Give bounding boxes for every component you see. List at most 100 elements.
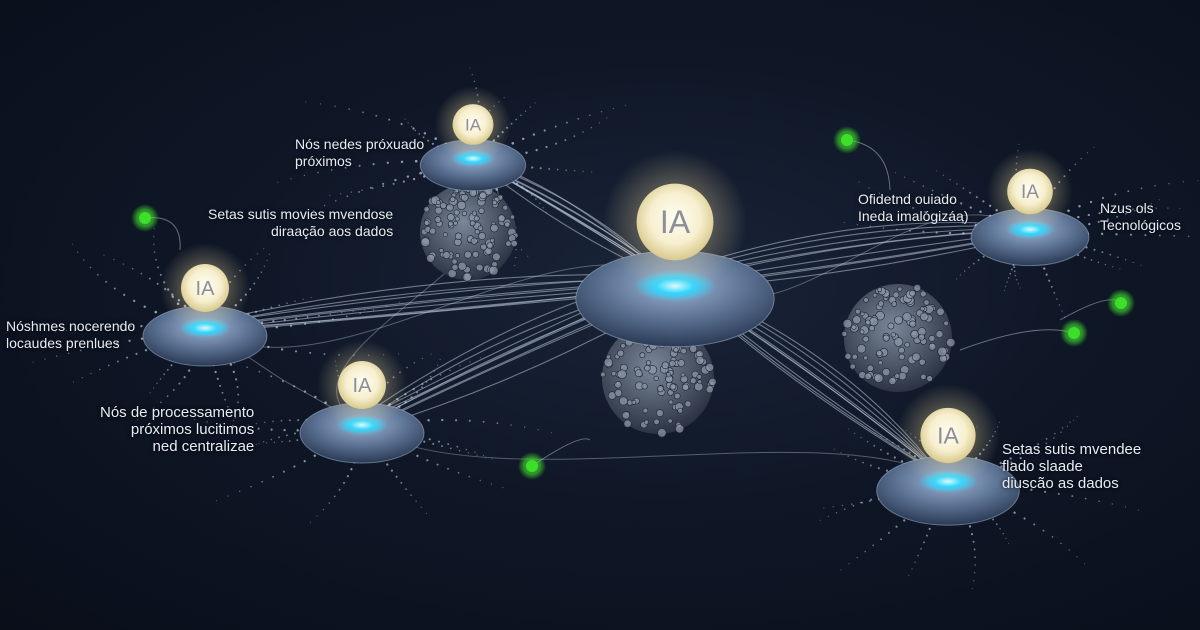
tendril-dot	[322, 508, 325, 511]
tendril-dot	[90, 372, 92, 375]
tendril-dot	[390, 469, 393, 472]
tendril-dot	[556, 168, 559, 171]
virus-spike	[888, 377, 897, 385]
tendril-dot	[375, 114, 378, 117]
tendril-dot	[266, 259, 268, 262]
tendril-dot	[1050, 285, 1053, 288]
tendril-dot	[166, 395, 169, 398]
tendril-dot	[235, 426, 238, 428]
tendril-dot	[294, 350, 298, 353]
tendril-dot	[227, 495, 229, 497]
tendril-dot	[116, 360, 119, 363]
tendril-dot	[404, 401, 407, 404]
tendril-dot	[1033, 523, 1036, 526]
tendril-dot	[550, 432, 553, 434]
tendril-dot	[105, 280, 108, 283]
tendril-dot	[516, 182, 519, 185]
tendril-dot	[160, 401, 162, 404]
virus-spike	[859, 329, 865, 335]
tendril-dot	[1109, 253, 1112, 256]
virus-spike	[680, 372, 686, 378]
tendril-dot	[232, 424, 234, 427]
tendril-dot	[1019, 452, 1022, 455]
virus-spike	[447, 220, 454, 227]
tendril-dot	[931, 189, 934, 192]
tendril-dot	[313, 454, 317, 457]
tendril-dot	[386, 305, 388, 307]
tendril-dot	[1150, 203, 1152, 205]
tendril-dot	[297, 419, 300, 422]
tendril-dot	[423, 440, 426, 443]
tendril-dot	[1173, 235, 1176, 237]
tendril-dot	[879, 448, 882, 451]
tendril-dot	[1060, 542, 1062, 545]
tendril-dot	[433, 370, 436, 372]
tendril-dot	[395, 475, 398, 478]
tendril-dot	[323, 204, 326, 207]
virus-spike	[600, 371, 606, 378]
virus-spike	[510, 214, 515, 220]
tendril-dot	[414, 129, 417, 132]
tendril-dot	[880, 435, 882, 437]
tendril-dot	[904, 176, 906, 178]
tendril-dot	[1018, 143, 1020, 145]
tendril-dot	[948, 231, 952, 235]
tendril-dot	[827, 515, 829, 518]
tendril-dot	[449, 369, 451, 372]
tendril-dot	[258, 442, 260, 444]
virus-spike	[645, 360, 652, 366]
tendril-dot	[407, 122, 409, 124]
label-top-left: Nós nedes próxuado próximos	[295, 136, 425, 169]
tendril-dot	[153, 235, 155, 238]
virus-spike	[656, 409, 664, 417]
tendril-dot	[941, 193, 944, 196]
tendril-dot	[214, 370, 217, 374]
virus-spike	[603, 358, 614, 368]
virus-spike	[460, 193, 469, 202]
virus-spike	[642, 407, 649, 414]
tendril-dot	[344, 166, 347, 169]
green-data-dot	[1115, 297, 1127, 309]
tendril-dot	[588, 114, 591, 117]
tendril-dot	[485, 457, 487, 459]
virus-spike	[639, 352, 646, 359]
tendril-dot	[542, 207, 544, 209]
tendril-dot	[103, 344, 107, 347]
tendril-dot	[415, 500, 417, 503]
tendril-dot	[612, 107, 614, 110]
tendril-dot	[76, 328, 78, 331]
tendril-dot	[526, 190, 529, 192]
tendril-dot	[455, 419, 458, 422]
tendril-dot	[1143, 207, 1146, 210]
tendril-dot	[913, 180, 915, 183]
ia-node: IA	[970, 148, 1090, 267]
virus-spike	[454, 253, 460, 259]
tendril-dot	[273, 441, 276, 444]
tendril-dot	[864, 550, 867, 553]
tendril-dot	[1077, 215, 1080, 219]
tendril-dot	[155, 258, 157, 261]
virus-spike	[673, 347, 679, 353]
tendril-dot	[564, 139, 567, 142]
tendril-dot	[880, 538, 883, 541]
tendril-dot	[469, 67, 471, 69]
tendril-dot	[145, 413, 147, 415]
tendril-dot	[341, 312, 343, 314]
tendril-dot	[1037, 447, 1040, 450]
tendril-dot	[270, 375, 273, 378]
bulb	[636, 183, 714, 261]
tendril-dot	[382, 182, 385, 185]
tendril-dot	[1084, 497, 1087, 500]
tendril-dot	[476, 454, 478, 456]
tendril-dot	[840, 569, 842, 571]
virus-spike	[894, 315, 903, 325]
tendril-dot	[949, 178, 951, 181]
tendril-dot	[911, 568, 913, 570]
tendril-dot	[122, 263, 125, 265]
tendril-dot	[1083, 563, 1086, 565]
tendril-dot	[400, 481, 403, 484]
tendril-dot	[361, 189, 363, 192]
node-label: IA	[1021, 182, 1039, 203]
tendril-dot	[1003, 290, 1006, 292]
